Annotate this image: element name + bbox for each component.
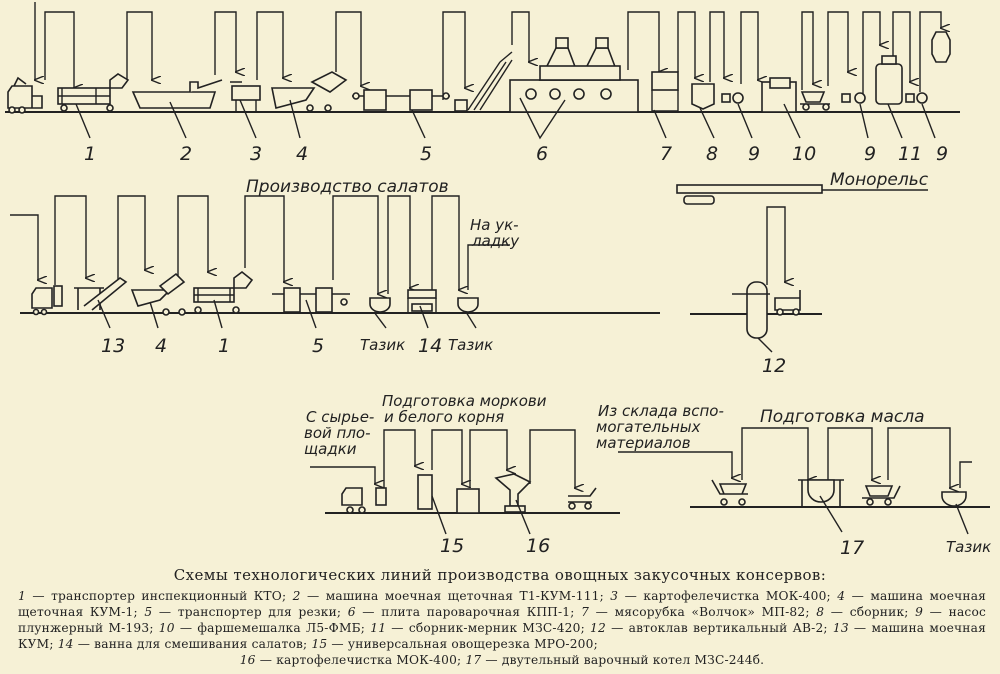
- from-raw-line3: щадки: [304, 440, 357, 458]
- burners: [525, 88, 612, 100]
- from-raw-line2: вой пло-: [304, 424, 371, 442]
- figure-caption: Схемы технологических линий производства…: [173, 566, 827, 584]
- from-store-line2: могательных: [596, 418, 701, 436]
- label-9a: 9: [748, 143, 760, 165]
- carrot-prep-line2: и белого корня: [384, 408, 504, 426]
- label-16: 16: [526, 535, 550, 557]
- label-3: 3: [250, 143, 262, 165]
- label-5: 5: [420, 143, 432, 165]
- carrot-prep-line1: Подготовка моркови: [382, 392, 547, 410]
- legend-item: 16 — картофелечистка МОК-400; 17 — двуте…: [239, 653, 765, 667]
- label-13: 13: [101, 335, 125, 357]
- label-10: 10: [792, 143, 816, 165]
- line-carrot-prep: Подготовка моркови и белого корня С сырь…: [304, 392, 620, 557]
- section-title-salads: Производство салатов: [246, 177, 449, 197]
- process-diagram: 1 2 3 4 5 6 7 8 9 10 9 11 9 Производство…: [5, 2, 991, 559]
- label-4b: 4: [155, 335, 167, 357]
- legend-item: 14 — ванна для смешивания салатов;: [57, 637, 308, 651]
- legend-item: 2 — машина моечная щеточная Т1-КУМ-111;: [292, 589, 604, 603]
- autoclave-icon: [746, 281, 768, 339]
- legend-item: 7 — мясорубка «Волчок» МП-82;: [581, 605, 810, 619]
- label-8: 8: [706, 143, 718, 165]
- label-6: 6: [536, 143, 548, 165]
- leader-lines-main: [75, 97, 936, 140]
- line-main: 1 2 3 4 5 6 7 8 9 10 9 11 9: [5, 2, 960, 165]
- equipment-oil: [711, 479, 967, 507]
- monorail-label: Монорельс: [830, 170, 929, 190]
- label-1b: 1: [218, 335, 230, 357]
- legend-item: 15 — универсальная овощерезка МРО-200;: [311, 637, 598, 651]
- label-5b: 5: [312, 335, 324, 357]
- basin-label-1: Тазик: [360, 336, 405, 354]
- flow-arrows-carrot: [310, 429, 575, 488]
- legend-item: 11 — сборник-мерник МЗС-420;: [370, 621, 585, 635]
- basin-label-3: Тазик: [946, 538, 991, 556]
- label-14: 14: [418, 335, 442, 357]
- legend-item: 9 — насос плунжерный М-193;: [18, 605, 987, 635]
- legend-item: 13 — машина моечная КУМ;: [18, 621, 986, 651]
- label-9b: 9: [864, 143, 876, 165]
- from-store-line3: материалов: [596, 434, 691, 452]
- legend-item: 1 — транспортер инспекционный КТО;: [18, 589, 287, 603]
- equipment-main: [7, 31, 951, 114]
- from-raw-line1: С сырье-: [306, 408, 374, 426]
- label-4: 4: [296, 143, 308, 165]
- equipment-carrot: [341, 473, 597, 514]
- hoist-icon: [683, 195, 715, 205]
- leader-lines-salads: [97, 299, 477, 329]
- label-7: 7: [660, 143, 672, 165]
- label-17: 17: [840, 537, 864, 559]
- monorail: [676, 184, 823, 194]
- legend-item: 8 — сборник;: [816, 605, 909, 619]
- label-1: 1: [84, 143, 96, 165]
- label-2: 2: [180, 143, 192, 165]
- legend-item: 5 — транспортер для резки;: [144, 605, 342, 619]
- label-9c: 9: [936, 143, 948, 165]
- legend-item: 3 — картофелечистка МОК-400;: [610, 589, 831, 603]
- from-store-line1: Из склада вспо-: [598, 402, 724, 420]
- line-salads: Производство салатов: [10, 177, 660, 357]
- flow-arrows-oil: [618, 427, 972, 488]
- legend-item: 6 — плита пароварочная КПП-1;: [347, 605, 575, 619]
- label-12: 12: [762, 355, 786, 377]
- label-15: 15: [440, 535, 464, 557]
- legend-item: 4 — машина моечная щеточная КУМ-1;: [18, 589, 987, 619]
- equipment-salads: [31, 270, 479, 316]
- figure-legend: 1 — транспортер инспекционный КТО; 2 — м…: [18, 588, 986, 668]
- flow-arrows-main: [35, 2, 941, 100]
- equipment-numbers-main: 1 2 3 4 5 6 7 8 9 10 9 11 9: [84, 143, 948, 165]
- oil-prep-title: Подготовка масла: [760, 407, 925, 427]
- basin-label-2: Тазик: [448, 336, 493, 354]
- line-oil-prep: Из склада вспо- могательных материалов П…: [596, 402, 991, 559]
- to-packing-line1: На ук-: [470, 216, 519, 234]
- legend-item: 10 — фаршемешалка Л5-ФМБ;: [158, 621, 366, 635]
- legend-item: 12 — автоклав вертикальный АВ-2;: [590, 621, 828, 635]
- monorail-section: Монорельс 12: [676, 170, 929, 377]
- label-11: 11: [898, 143, 922, 165]
- to-packing-line2: ладку: [471, 232, 520, 250]
- flow-arrows-salads: [10, 195, 510, 294]
